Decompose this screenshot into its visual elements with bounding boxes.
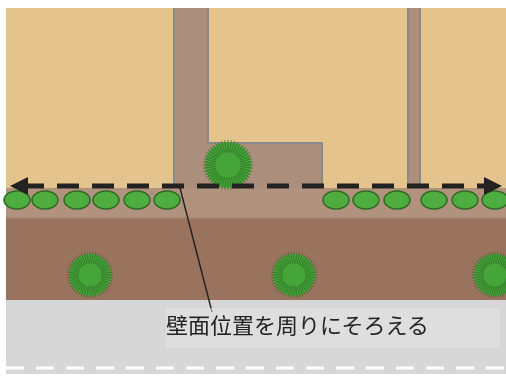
hedge-shrub-icon [63,190,91,210]
lot-left [6,8,174,188]
path-left [174,8,208,188]
hedge-shrub-icon [123,190,151,210]
lot-right [420,8,506,188]
path-right [408,8,420,188]
hedge-shrub-icon [352,190,380,210]
round-tree-icon [67,252,113,298]
tree-row [67,140,506,298]
arrowhead-left-icon [10,177,28,195]
round-tree-icon [271,252,317,298]
leader-line [179,187,213,313]
hedge-shrub-icon [420,190,448,210]
hedge-row [3,190,506,210]
hedge-shrub-icon [3,190,31,210]
hedge-shrub-icon [451,190,479,210]
arrowhead-right-icon [484,177,502,195]
hedge-shrub-icon [31,190,59,210]
hedge-shrub-icon [322,190,350,210]
hedge-shrub-icon [481,190,506,210]
round-tree-icon [472,252,506,298]
hedge-shrub-icon [92,190,120,210]
round-tree-icon [203,140,253,190]
caption-label: 壁面位置を周りにそろえる [166,308,500,348]
wall-outline [207,8,323,188]
hedge-shrub-icon [153,190,181,210]
hedge-shrub-icon [383,190,411,210]
